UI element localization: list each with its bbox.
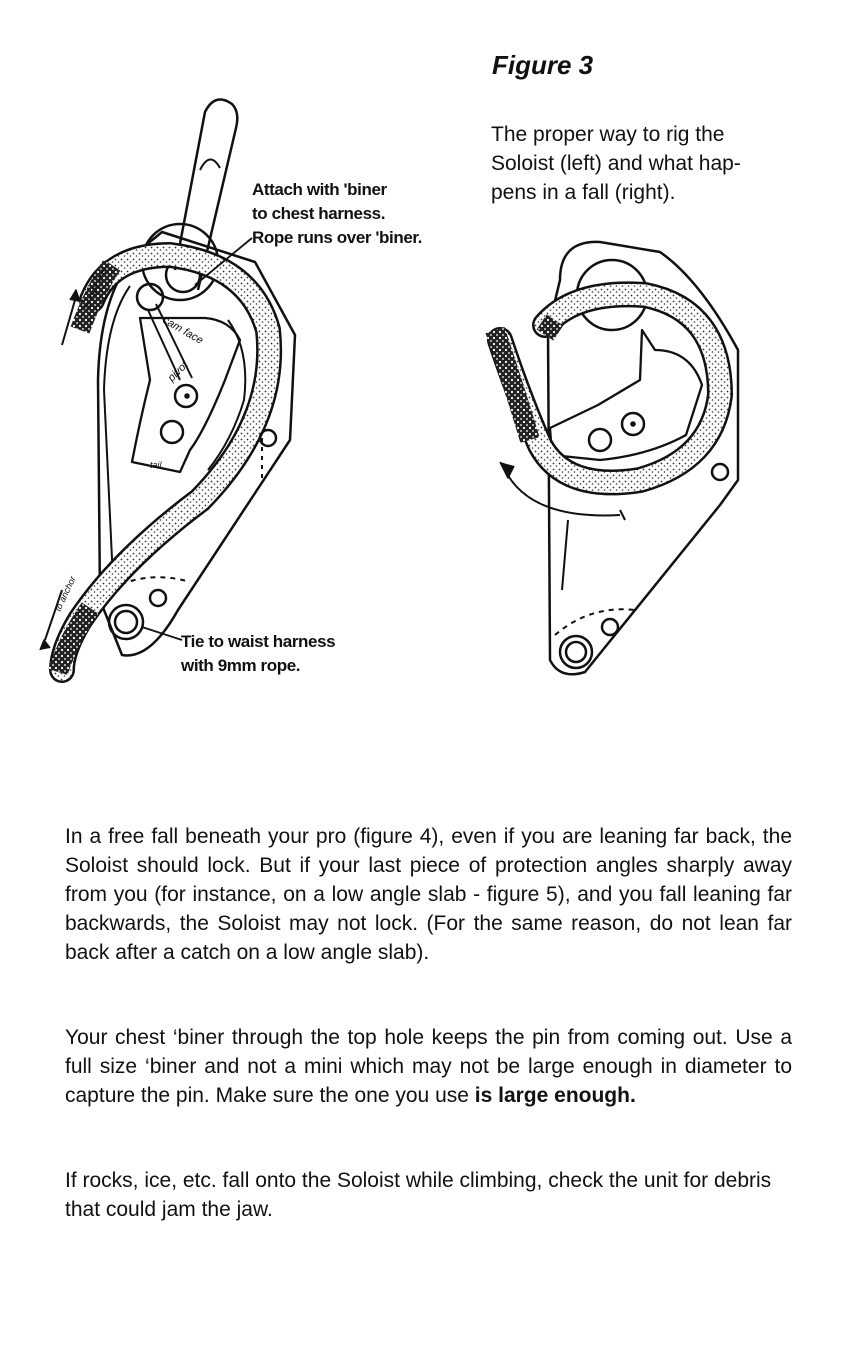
figure-illustration: cam face pivot tail to rope end to ancho… <box>39 98 740 683</box>
callout-line: Rope runs over 'biner. <box>252 228 423 247</box>
chest-harness-callout: Attach with 'biner to chest harness. Rop… <box>252 178 422 250</box>
paragraph-text: Your chest ‘biner through the top hole k… <box>65 1026 792 1107</box>
cam-hole <box>159 419 185 445</box>
caption-line: The proper way to rig the <box>491 123 725 146</box>
callout-line: to chest harness. <box>252 204 386 223</box>
caption-line: Soloist (left) and what hap- <box>491 152 741 175</box>
left-soloist-diagram <box>39 98 297 683</box>
emphasis-text: is large enough. <box>474 1084 636 1107</box>
rotation-arrow <box>504 469 621 517</box>
paragraph-chest-biner: Your chest ‘biner through the top hole k… <box>65 1023 792 1110</box>
waist-harness-callout: Tie to waist harness with 9mm rope. <box>181 630 336 678</box>
device-body-outline <box>546 240 740 676</box>
callout-line: Tie to waist harness <box>181 632 336 651</box>
cam <box>548 328 704 462</box>
chest-biner-rod <box>173 98 239 291</box>
waist-hole <box>558 634 594 670</box>
callout-line: with 9mm rope. <box>181 656 301 675</box>
paragraph-free-fall: In a free fall beneath your pro (figure … <box>65 825 792 964</box>
callout-line: Attach with 'biner <box>252 180 387 199</box>
paragraph-debris: If rocks, ice, etc. fall onto the Solois… <box>65 1169 772 1221</box>
figure-caption: The proper way to rig the Soloist (left)… <box>491 120 791 207</box>
right-soloist-diagram <box>485 240 740 676</box>
waist-hole <box>107 603 145 641</box>
cam <box>130 316 242 474</box>
caption-line: pens in a fall (right). <box>491 181 676 204</box>
pivot-hole <box>173 383 199 409</box>
figure-title: Figure 3 <box>492 50 594 80</box>
pivot-label: pivot <box>165 359 191 385</box>
tail-label: tail <box>150 460 163 470</box>
